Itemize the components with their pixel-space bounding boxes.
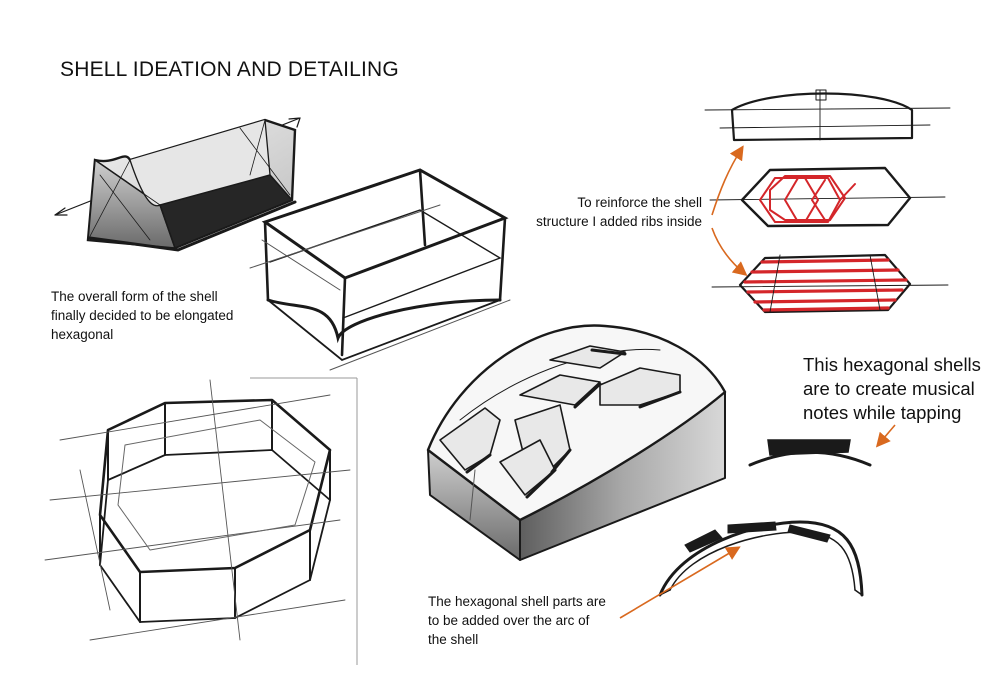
panel-dividers xyxy=(250,377,358,665)
arc-note-line: the shell xyxy=(428,632,479,647)
ribs-note: To reinforce the shell structure I added… xyxy=(522,193,702,231)
detail-note-arrows xyxy=(619,424,896,619)
shell-section-details xyxy=(658,439,872,597)
musical-note-line: notes while tapping xyxy=(803,402,962,423)
form-note-line: The overall form of the shell xyxy=(51,289,218,304)
musical-note-line: This hexagonal shells xyxy=(803,354,981,375)
arc-note: The hexagonal shell parts are to be adde… xyxy=(428,592,606,649)
form-note-line: hexagonal xyxy=(51,327,114,342)
form-note-line: finally decided to be elongated xyxy=(51,308,234,323)
octagon-ring-sketch xyxy=(44,379,351,641)
arc-note-line: The hexagonal shell parts are xyxy=(428,594,606,609)
ribs-note-line: To reinforce the shell xyxy=(577,195,702,210)
form-note: The overall form of the shell finally de… xyxy=(51,287,233,344)
arched-shell-sketch xyxy=(426,324,727,561)
rib-note-arrows xyxy=(711,145,748,277)
musical-note: This hexagonal shells are to create musi… xyxy=(803,353,981,425)
wireframe-box-sketch xyxy=(249,168,511,371)
musical-note-line: are to create musical xyxy=(803,378,975,399)
arc-note-line: to be added over the arc of xyxy=(428,613,590,628)
exploded-shell-sketch xyxy=(704,89,951,314)
ribs-note-line: structure I added ribs inside xyxy=(536,214,702,229)
shaded-tray-sketch xyxy=(54,117,301,252)
page-title: SHELL IDEATION AND DETAILING xyxy=(60,58,399,81)
